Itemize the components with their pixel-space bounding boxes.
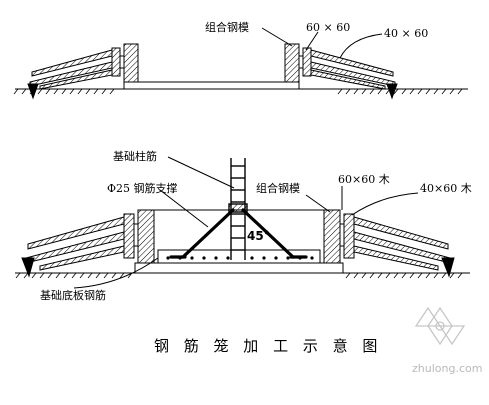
bottom-base-slab [134, 262, 344, 274]
top-left-braces [27, 49, 113, 100]
top-leader-formwork [261, 27, 293, 47]
bottom-right-waler [343, 213, 355, 259]
top-ground-hatch [13, 88, 463, 95]
bottom-left-braces [21, 216, 125, 278]
label-angle: 45° [247, 229, 270, 243]
label-top-size-1: 60 × 60 [306, 21, 350, 34]
leader-bottom-size-2 [351, 192, 419, 216]
bottom-left-formwork [137, 209, 155, 264]
figure-caption: 钢 筋 笼 加 工 示 意 图 [154, 337, 382, 355]
bottom-right-formwork [323, 209, 341, 264]
top-left-formwork [123, 43, 139, 83]
label-bottom-size-1: 60×60 木 [338, 173, 390, 186]
bottom-figure [15, 156, 470, 289]
support-bars [169, 208, 308, 259]
label-top-size-2: 40 × 60 [384, 27, 428, 40]
top-left-waler [111, 47, 121, 77]
top-leader-size-2 [339, 33, 383, 59]
leader-bottom-formwork [305, 194, 331, 213]
leader-support-bar [159, 189, 209, 228]
leader-base-slab-bar [73, 257, 159, 289]
top-right-waler [302, 47, 312, 77]
bottom-ground-hatch [15, 272, 463, 279]
top-figure [13, 27, 468, 100]
bottom-left-waler [123, 213, 135, 259]
bottom-right-stake [441, 257, 455, 278]
bottom-right-braces [353, 216, 455, 278]
leader-column-bar [167, 156, 235, 189]
label-bottom-formwork: 组合钢模 [256, 181, 300, 195]
label-base-slab-bar: 基础底板钢筋 [40, 288, 106, 302]
label-top-formwork: 组合钢模 [205, 20, 249, 34]
label-support-bar: Φ25 钢筋支撑 [107, 181, 178, 195]
column-rebar-cage [228, 158, 248, 260]
label-column-bar: 基础柱筋 [113, 149, 157, 163]
top-right-stake [386, 83, 398, 100]
label-bottom-size-2: 40×60 木 [420, 182, 472, 195]
zhulong-logo [414, 306, 466, 346]
bottom-left-stake [21, 257, 35, 278]
top-right-braces [310, 49, 398, 100]
top-left-stake [27, 83, 39, 100]
top-base-slab [123, 81, 300, 90]
top-leader-size-1 [305, 31, 319, 51]
watermark-text: zhulong.com [412, 362, 482, 375]
top-right-formwork [284, 43, 300, 83]
